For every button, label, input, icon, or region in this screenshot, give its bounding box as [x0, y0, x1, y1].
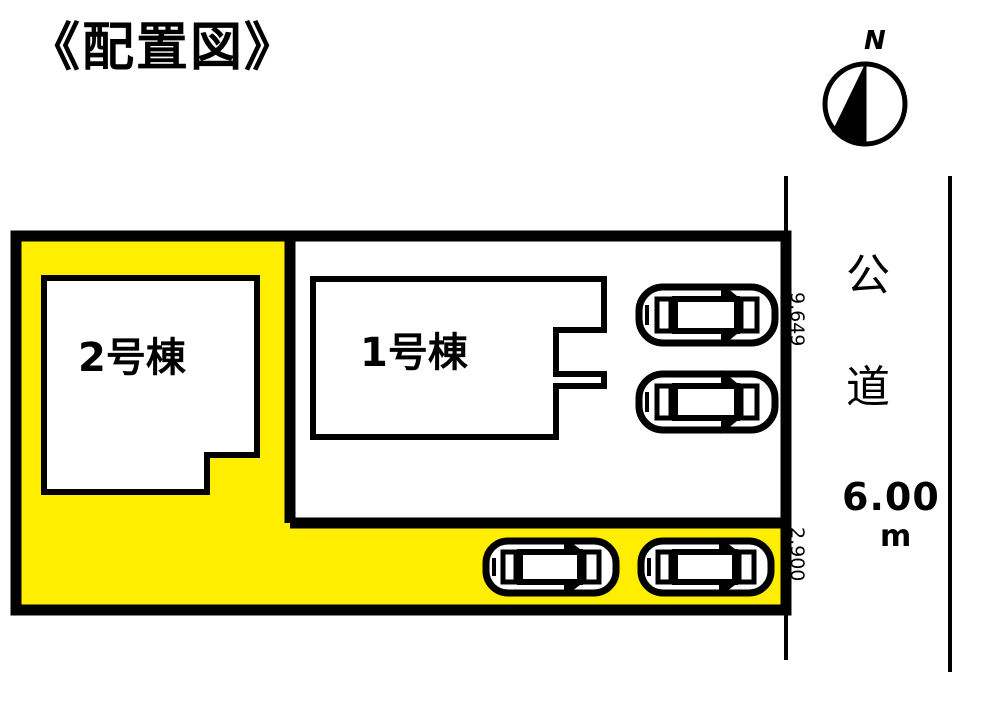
road-label-kou: 公 — [846, 250, 890, 301]
car-bldg1-north — [635, 283, 779, 347]
car-shared-south — [637, 537, 775, 597]
building-1-step-notch — [553, 279, 607, 377]
building-2-footprint — [41, 275, 260, 495]
road-width-value: 6.00 — [842, 475, 940, 519]
building-1-label: 1号棟 — [360, 330, 468, 376]
car-bldg1-south — [635, 370, 779, 434]
compass-north-label: N — [864, 26, 886, 56]
dimension-frontage-lower: 2.900 — [786, 527, 808, 582]
building-2-label: 2号棟 — [78, 335, 186, 381]
dimension-frontage-upper: 9.649 — [786, 292, 808, 347]
car-bldg2-south — [482, 537, 620, 597]
road-label-dou: 道 — [846, 362, 890, 413]
compass-rose-icon — [822, 61, 908, 147]
page-title: 《配置図》 — [28, 18, 299, 78]
road-width-unit: m — [880, 519, 912, 554]
compass-rose: N — [820, 28, 910, 158]
